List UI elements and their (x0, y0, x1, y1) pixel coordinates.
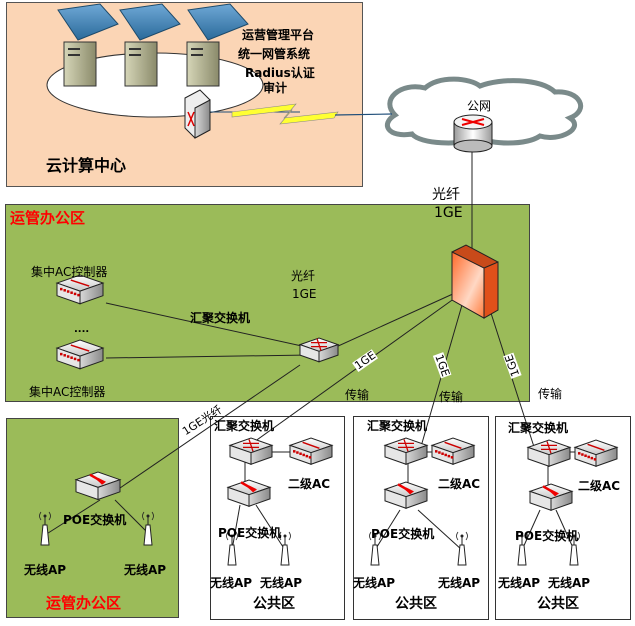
service-nms: 统一网管系统 (238, 47, 311, 61)
public-3-ap-icon-2 (568, 531, 580, 566)
public-3-ac-icon (573, 439, 619, 467)
link-label-1ge-top: 1GE (434, 205, 463, 221)
zone-title-ops-office-bottom: 运管办公区 (46, 594, 122, 612)
transport-label-3: 传输 (538, 387, 563, 401)
public-3-ap2-label: 无线AP (548, 576, 591, 590)
ac-controller-2-label: 集中AC控制器 (29, 385, 106, 399)
wireless-ap-icon-ops-left (39, 511, 51, 546)
public-2-poe-label: POE交换机 (371, 527, 435, 541)
internet-cloud-icon (384, 76, 584, 146)
transport-label-1: 传输 (345, 388, 370, 402)
public-1-ap2-label: 无线AP (260, 576, 303, 590)
public-2-poe-switch-icon (383, 481, 429, 509)
service-ops-platform: 运营管理平台 (242, 28, 315, 42)
ac-controller-1-label: 集中AC控制器 (31, 265, 108, 279)
ac-controller-icon-2 (55, 339, 105, 370)
public-2-ap2-label: 无线AP (438, 576, 481, 590)
public-3-title: 公共区 (537, 596, 579, 612)
transport-label-2: 传输 (439, 390, 464, 404)
link-label-fiber-top: 光纤 (432, 187, 460, 203)
service-audit: 审计 (263, 81, 288, 95)
public-1-agg-switch-icon (228, 437, 274, 465)
public-2-ac-label: 二级AC (438, 477, 481, 491)
ap-label-ops-right: 无线AP (124, 563, 167, 577)
public-2-ac-icon (430, 437, 476, 465)
core-switch-icon-cloud (184, 89, 211, 139)
link-label-1ge-core: 1GE (292, 287, 317, 301)
zone-title-ops-office-top: 运管办公区 (10, 209, 86, 227)
internet-label: 公网 (467, 99, 492, 113)
public-3-poe-switch-icon (528, 483, 574, 511)
link-label-fiber-core: 光纤 (291, 269, 316, 283)
server-icon-2 (119, 3, 181, 87)
public-1-ac-label: 二级AC (288, 477, 331, 491)
public-1-poe-label: POE交换机 (218, 526, 282, 540)
public-1-title: 公共区 (253, 596, 295, 612)
aggregation-switch-label: 汇聚交换机 (190, 311, 251, 325)
router-icon (453, 114, 493, 153)
zone-ops-office-bottom (6, 418, 179, 618)
wireless-ap-icon-ops-right (142, 511, 154, 546)
aggregation-switch-icon (298, 337, 340, 363)
firewall-icon (451, 244, 499, 319)
ac-controller-icon-1 (55, 274, 105, 305)
server-icon-3 (186, 3, 249, 87)
public-2-title: 公共区 (395, 596, 437, 612)
public-3-agg-switch-icon (526, 439, 572, 467)
public-3-ap-icon-1 (516, 531, 528, 566)
public-2-ap1-label: 无线AP (353, 576, 396, 590)
ap-label-ops-left: 无线AP (24, 563, 67, 577)
public-1-ac-icon (288, 437, 334, 465)
service-radius: Radius认证 (245, 66, 315, 80)
zone-title-cloud-center: 云计算中心 (46, 156, 127, 175)
public-1-ap1-label: 无线AP (210, 576, 253, 590)
public-2-ap-icon-2 (456, 531, 468, 566)
public-1-agg-label: 汇聚交换机 (214, 419, 275, 433)
wan-link-lightning-icon (231, 103, 339, 125)
public-1-ap-icon-2 (279, 531, 291, 566)
ellipsis-label: .... (74, 324, 90, 335)
poe-switch-label-ops: POE交换机 (63, 513, 127, 527)
public-3-ap1-label: 无线AP (498, 576, 541, 590)
server-icon-1 (57, 3, 119, 87)
public-2-ap-icon-1 (369, 531, 381, 566)
public-1-ap-icon-1 (226, 531, 238, 566)
public-3-poe-label: POE交换机 (515, 529, 579, 543)
public-3-agg-label: 汇聚交换机 (508, 421, 569, 435)
public-1-poe-switch-icon (226, 479, 272, 507)
public-2-agg-label: 汇聚交换机 (367, 419, 428, 433)
poe-switch-icon-ops (74, 471, 122, 501)
public-2-agg-switch-icon (383, 437, 429, 465)
public-3-ac-label: 二级AC (578, 479, 621, 493)
